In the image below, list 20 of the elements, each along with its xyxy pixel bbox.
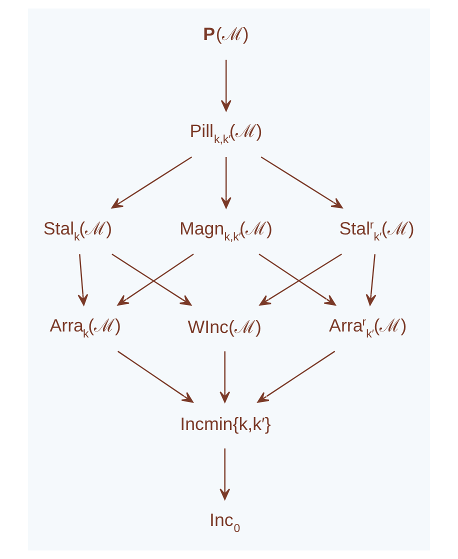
node-text: Pill$_{k,k′}$(ℳ) <box>190 121 262 146</box>
arrow <box>220 157 232 208</box>
arrow <box>220 60 232 112</box>
node-text: P(ℳ) <box>203 24 249 44</box>
arrow <box>366 254 376 306</box>
arrow <box>117 350 194 403</box>
node-text: Stal$^{r}$$_{k′}$(ℳ) <box>339 218 414 244</box>
arrow <box>220 351 230 403</box>
arrow <box>78 254 88 306</box>
node-text: Magn$_{k,k′}$(ℳ) <box>179 218 272 244</box>
node-text: Inc$_{0}$ <box>210 510 240 535</box>
arrow <box>111 156 192 208</box>
node-text: Arra$_{k}$(ℳ) <box>50 316 121 341</box>
node-text: Arra$^{r}$$_{k′}$(ℳ) <box>329 316 407 341</box>
arrow <box>257 350 336 403</box>
node-text: Incmin{k,k′} <box>180 414 271 434</box>
node-text: WInc(ℳ) <box>188 316 262 337</box>
arrow <box>220 448 230 500</box>
arrow <box>260 156 343 208</box>
node-text: Stal$_{k}$(ℳ) <box>43 218 112 244</box>
